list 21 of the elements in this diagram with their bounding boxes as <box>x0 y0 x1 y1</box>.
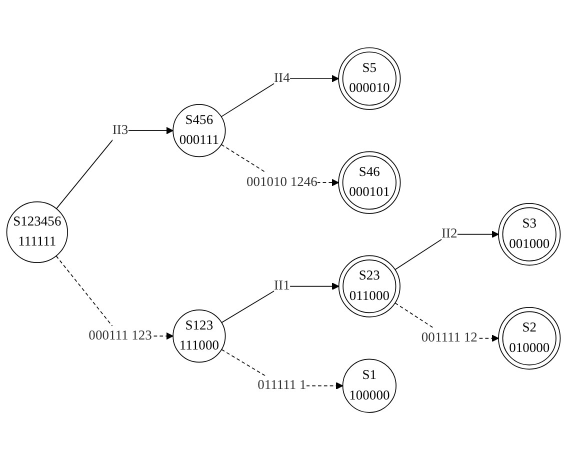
node-circle: S1 100000 <box>342 358 396 413</box>
edge-label: II4 <box>274 70 290 86</box>
node-circle: S2 010000 <box>498 306 561 370</box>
node-circle: S123 111000 <box>172 309 226 362</box>
edge-label: 000111 123 <box>88 328 152 343</box>
node-circle: S3 001000 <box>498 202 561 266</box>
node-circle: S123456 111111 <box>6 201 68 263</box>
arrow <box>394 230 499 270</box>
arrow <box>220 74 339 118</box>
edge-label: II2 <box>442 226 458 241</box>
edge-label: 001010 1246 <box>246 174 318 190</box>
edge-label: 011111 1 <box>258 378 306 392</box>
node-circle: S456 000111 <box>172 104 226 158</box>
node-circle: S5 000010 <box>338 47 401 110</box>
node-circle: S23 011000 <box>338 255 400 318</box>
node-circle: S46 000101 <box>338 151 401 214</box>
edge-label: II3 <box>112 122 128 138</box>
arrow <box>56 126 174 210</box>
arrow <box>221 282 340 323</box>
edge-label: 001111 12 <box>421 330 478 345</box>
edge-label: II1 <box>274 278 290 293</box>
